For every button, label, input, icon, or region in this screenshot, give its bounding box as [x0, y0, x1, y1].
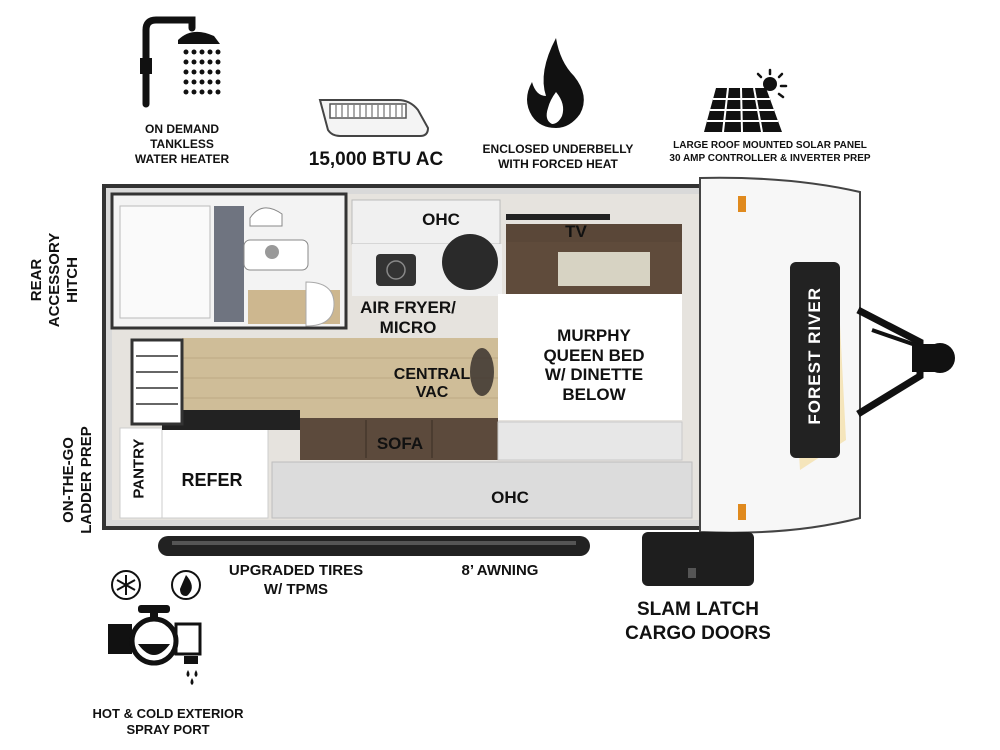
snowflake-icon [111, 570, 141, 600]
murphy-bed-label: MURPHY QUEEN BED W/ DINETTE BELOW [543, 326, 645, 404]
hitch-tongue [856, 306, 955, 417]
underbelly-label: ENCLOSED UNDERBELLY WITH FORCED HEAT [482, 142, 634, 171]
pantry-label: PANTRY [130, 438, 148, 499]
ohc-bottom-label: OHC [491, 488, 529, 507]
shower-door [214, 206, 244, 322]
flame-icon [527, 38, 584, 128]
solar-label: LARGE ROOF MOUNTED SOLAR PANEL 30 AMP CO… [669, 140, 871, 164]
spigot-icon [108, 605, 202, 685]
sofa [300, 418, 498, 460]
central-vac [470, 348, 494, 396]
cargo-box [642, 532, 754, 586]
ac-unit-icon [318, 99, 430, 137]
refer-label: REFER [181, 470, 243, 490]
ac-label: 15,000 BTU AC [308, 149, 444, 170]
brand-label: FOREST RIVER [805, 286, 825, 425]
solar-panel-icon [704, 68, 788, 133]
awning-label: 8’ AWNING [461, 562, 539, 579]
rear-hitch-label: REAR ACCESSORY HITCH [28, 232, 81, 328]
tv-label: TV [565, 222, 587, 241]
sofa-label: SOFA [376, 434, 424, 453]
tires-label: UPGRADED TIRES W/ TPMS [228, 562, 364, 598]
awning [158, 536, 590, 556]
brand-panel [790, 262, 840, 458]
spray-port-label: HOT & COLD EXTERIOR SPRAY PORT [92, 706, 244, 738]
ladder-prep-label: ON-THE-GO LADDER PREP [60, 426, 95, 534]
murphy-bed [498, 294, 682, 420]
air-fryer-label: AIR FRYER/ MICRO [360, 298, 456, 337]
cargo-doors-label: SLAM LATCH CARGO DOORS [625, 599, 771, 644]
fire-small-icon [171, 570, 201, 600]
sink [442, 234, 498, 290]
ohc-top-label: OHC [422, 210, 460, 229]
water-heater-label: ON DEMAND TANKLESS WATER HEATER [134, 122, 230, 166]
cooktop [376, 254, 416, 286]
central-vac-label: CENTRAL VAC [393, 366, 471, 402]
pillow [558, 252, 650, 286]
refer-block [119, 427, 269, 519]
shower-icon [140, 16, 221, 108]
tv-unit [506, 214, 610, 220]
